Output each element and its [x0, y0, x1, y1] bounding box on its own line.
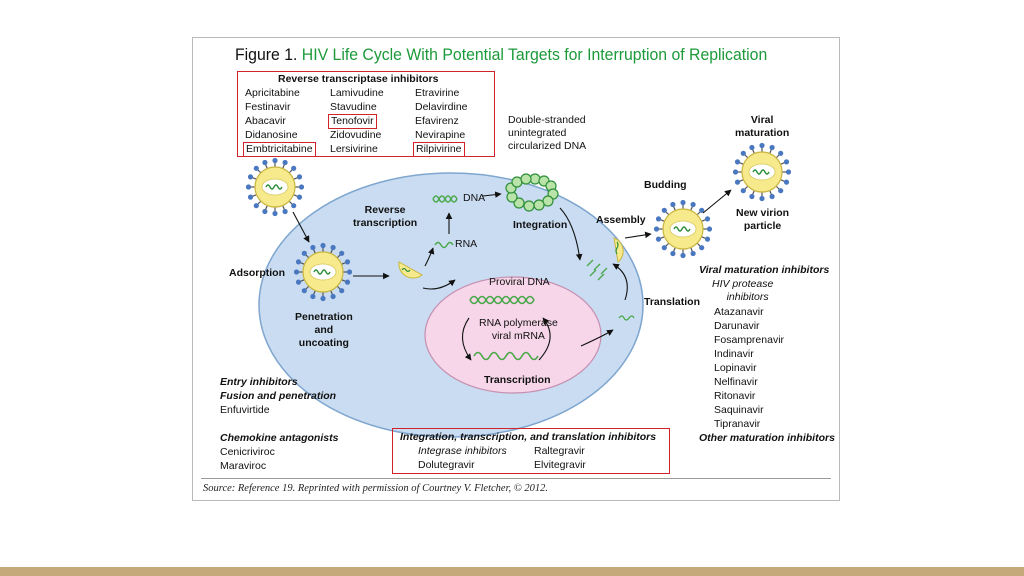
itti-drug: Dolutegravir: [418, 459, 475, 471]
reverse-transcription-label: Reverse transcription: [353, 204, 418, 229]
rti-header: Reverse transcriptase inhibitors: [278, 73, 439, 85]
mature-virion-icon: [732, 142, 792, 202]
rti-box: [237, 71, 495, 157]
vmi-drug: Lopinavir: [714, 362, 757, 374]
itti-box: [392, 428, 670, 474]
double-stranded-dna-label: Double-stranded unintegrated circularize…: [508, 114, 587, 152]
chemokine-drug: Maraviroc: [220, 460, 267, 472]
chemokine-header: Chemokine antagonists: [220, 432, 339, 444]
rti-drug: Festinavir: [245, 101, 291, 113]
integration-label: Integration: [513, 219, 568, 231]
itti-subheader: Integrase inhibitors: [418, 445, 507, 457]
rna-label: RNA: [455, 238, 478, 250]
entry-drug: Enfuvirtide: [220, 404, 270, 416]
rti-drug: Efavirenz: [415, 115, 459, 127]
rti-drug: Lamivudine: [330, 87, 384, 99]
itti-header: Integration, transcription, and translat…: [400, 431, 657, 443]
figure-title-text: HIV Life Cycle With Potential Targets fo…: [301, 45, 768, 64]
vmi-drug: Darunavir: [714, 320, 760, 332]
vmi-drug: Saquinavir: [714, 404, 764, 416]
new-virion-label: New virion particle: [736, 207, 790, 232]
hiv-life-cycle-figure: Figure 1. HIV Life Cycle With Potential …: [192, 37, 840, 501]
rna-polymerase-label: RNA polymerase viral mRNA: [479, 317, 558, 342]
vmi-drug: Nelfinavir: [714, 376, 758, 388]
rti-drug: Didanosine: [245, 129, 298, 141]
vmi-drug: Atazanavir: [714, 306, 764, 318]
viral-proteins-icon: [586, 259, 608, 281]
vmi-other: Other maturation inhibitors: [699, 432, 835, 444]
translated-strand-icon: [618, 315, 635, 321]
figure-label: Figure 1.: [235, 45, 298, 64]
vmi-drug: Indinavir: [714, 348, 754, 360]
mrna-strand-icon: [473, 351, 539, 361]
rti-drug: Lersivirine: [330, 143, 378, 155]
viral-maturation-label: Viral maturation: [735, 114, 790, 139]
circular-dna-icon: [505, 173, 559, 212]
rti-drug: Stavudine: [330, 101, 377, 113]
dna-label: DNA: [463, 192, 486, 204]
free-virion-icon: [245, 157, 305, 217]
life-cycle-diagram: [245, 142, 792, 438]
rti-drug-highlighted: Embtricitabine: [243, 142, 316, 157]
vmi-header: Viral maturation inhibitors: [699, 264, 830, 276]
figure-source: Source: Reference 19. Reprinted with per…: [203, 483, 548, 494]
proviral-dna-label: Proviral DNA: [489, 276, 550, 288]
transcription-label: Transcription: [484, 374, 551, 386]
rti-drug: Delavirdine: [415, 101, 468, 113]
source-divider: [201, 478, 831, 479]
rti-drug: Abacavir: [245, 115, 286, 127]
vmi-drug: Tipranavir: [714, 418, 761, 430]
assembly-label: Assembly: [596, 214, 646, 226]
adsorbing-virion-icon: [293, 242, 353, 302]
budding-virion-icon: [653, 199, 713, 259]
rti-drug: Zidovudine: [330, 129, 382, 141]
rti-drug-highlighted: Rilpivirine: [413, 142, 465, 157]
rti-drug: Apricitabine: [245, 87, 300, 99]
budding-label: Budding: [644, 179, 687, 191]
itti-drug: Elvitegravir: [534, 459, 586, 471]
bottom-accent-bar: [0, 567, 1024, 576]
vmi-subheader: HIV protease inhibitors: [712, 278, 774, 303]
vmi-drug: Fosamprenavir: [714, 334, 785, 346]
entry-subheader: Fusion and penetration: [220, 390, 337, 402]
chemokine-drug: Cenicriviroc: [220, 446, 275, 458]
rti-drug: Nevirapine: [415, 129, 466, 141]
vmi-drug: Ritonavir: [714, 390, 756, 402]
uncoated-capsid-icon: [398, 261, 423, 279]
figure-title: Figure 1. HIV Life Cycle With Potential …: [235, 45, 767, 65]
itti-drug: Raltegravir: [534, 445, 585, 457]
translation-label: Translation: [644, 296, 701, 308]
rti-drug: Etravirine: [415, 87, 460, 99]
cell-nucleus: [424, 276, 602, 394]
assembly-capsid-icon: [613, 237, 624, 263]
entry-header: Entry inhibitors: [220, 376, 298, 388]
rna-strand-icon: [434, 241, 454, 249]
rti-drug-highlighted: Tenofovir: [328, 114, 377, 129]
adsorption-label: Adsorption: [229, 267, 285, 279]
penetration-label: Penetration and uncoating: [295, 311, 353, 349]
